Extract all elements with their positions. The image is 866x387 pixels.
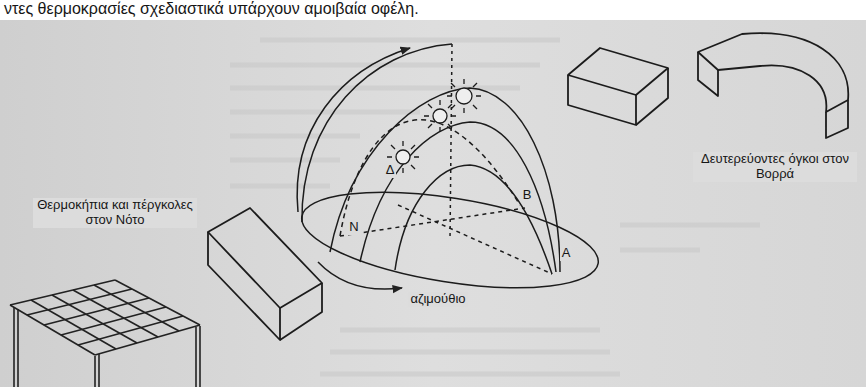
pergola	[95, 325, 200, 355]
bleed-through	[230, 134, 360, 139]
pergola	[199, 326, 201, 387]
curved-volume	[698, 33, 848, 138]
compass-letter: Ν	[347, 220, 360, 235]
sun-path-dome	[398, 205, 552, 274]
north-volume	[568, 75, 636, 125]
pergola	[10, 280, 200, 387]
sun-symbol	[424, 100, 456, 132]
bleed-through	[620, 223, 760, 228]
sun-symbol	[433, 109, 447, 123]
pergola	[61, 307, 166, 335]
sun-path-dome	[302, 44, 452, 222]
sun-path-dome	[330, 88, 560, 272]
north-volume	[636, 68, 668, 125]
sun-path-dome	[340, 208, 525, 236]
pergola	[17, 309, 19, 387]
pergola	[98, 354, 100, 387]
bleed-through	[620, 248, 700, 253]
curved-volume	[826, 100, 848, 138]
caption-label: Δευτερεύοντες όγκοι στον Βορρά	[693, 152, 857, 182]
pergola	[115, 280, 200, 325]
north-volume	[568, 48, 668, 125]
sun-path-dome	[360, 122, 556, 272]
pergola	[13, 307, 15, 387]
bleed-through	[230, 158, 340, 163]
sun-path-dome	[318, 262, 402, 289]
north-volume	[568, 48, 668, 95]
sun-symbol	[456, 88, 472, 104]
curved-volume	[698, 33, 848, 112]
sun-symbol	[387, 79, 481, 173]
main-volume	[280, 283, 322, 340]
curved-volume	[698, 52, 718, 96]
compass-letter: Β	[521, 188, 534, 203]
page-text: ντες θερμοκρασίες σχεδιαστικά υπάρχουν α…	[2, 0, 421, 18]
bleed-through	[230, 40, 760, 374]
scan-ground	[0, 20, 866, 387]
main-volume	[208, 208, 322, 308]
sun-path-dome	[295, 44, 604, 305]
bleed-through	[340, 328, 600, 333]
sun-path-dome	[395, 165, 552, 274]
caption-label: αζιμούθιο	[408, 292, 467, 307]
sun-symbol	[447, 79, 481, 113]
scan-ground	[0, 20, 866, 387]
pergola	[78, 316, 183, 345]
pergola	[195, 327, 197, 387]
sun-symbol	[396, 150, 410, 164]
compass-letter: Δ	[384, 163, 397, 178]
sun-path-dome	[450, 44, 452, 240]
sun-path-dome	[297, 48, 410, 212]
bleed-through	[320, 372, 620, 377]
main-volume	[208, 232, 280, 340]
pergola	[94, 356, 96, 387]
caption-label: Θερμοκήπια και πέργκολες στον Νότο	[33, 198, 197, 228]
bleed-through	[330, 350, 610, 355]
bleed-through	[260, 38, 560, 43]
bleed-through	[230, 184, 330, 189]
compass-letter: Α	[560, 246, 573, 261]
bleed-through	[230, 110, 420, 115]
